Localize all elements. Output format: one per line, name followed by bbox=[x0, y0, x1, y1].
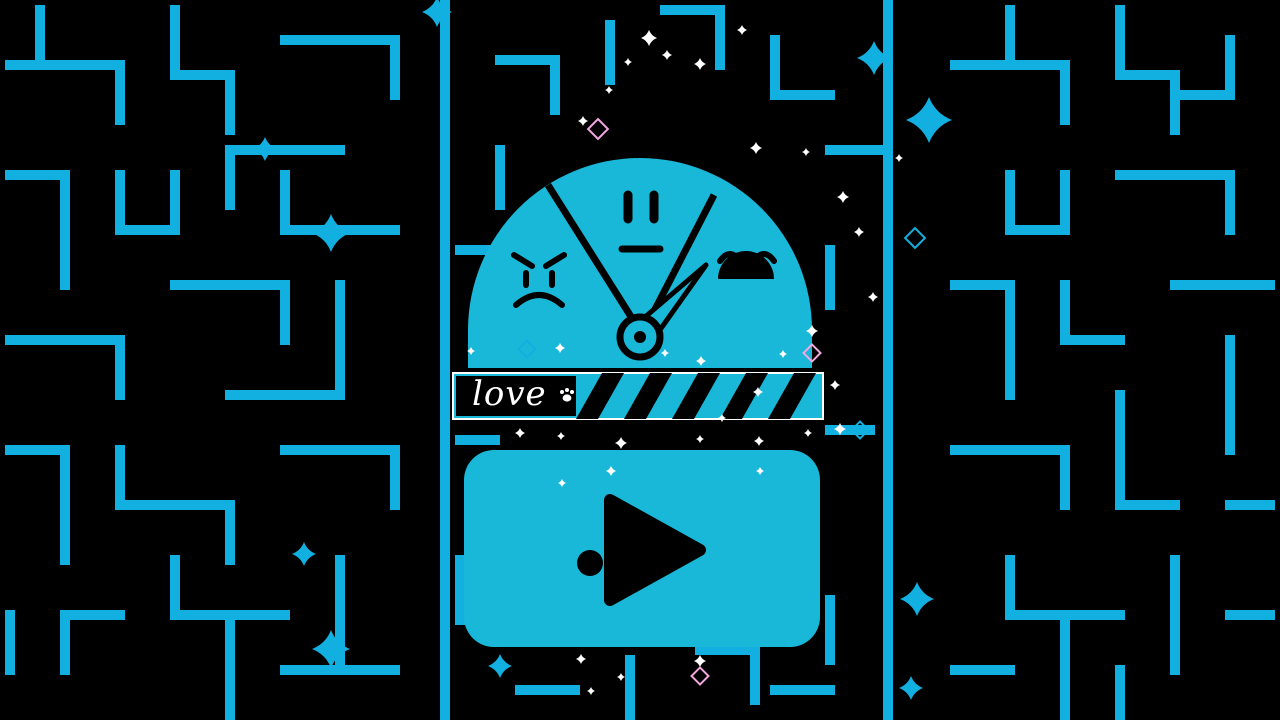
maze-wall bbox=[225, 145, 345, 210]
maze-wall bbox=[60, 610, 125, 675]
maze-wall bbox=[770, 35, 835, 100]
app-logo bbox=[452, 155, 824, 655]
maze-wall bbox=[280, 170, 400, 235]
love-text: love bbox=[470, 372, 553, 420]
maze-wall bbox=[950, 60, 1070, 125]
maze-wall bbox=[5, 60, 125, 125]
gauge-pivot-dot bbox=[634, 331, 646, 343]
neutral-face-icon bbox=[618, 190, 664, 253]
maze-wall bbox=[1005, 555, 1125, 620]
maze-wall bbox=[695, 645, 760, 705]
love-script: love bbox=[470, 372, 620, 420]
maze-wall bbox=[335, 555, 400, 675]
gauge-divider-right bbox=[644, 193, 718, 325]
gauge-divider-left bbox=[545, 183, 638, 325]
maze-wall bbox=[5, 170, 70, 290]
maze-wall bbox=[495, 55, 560, 115]
maze-wall bbox=[280, 35, 400, 100]
maze-wall bbox=[660, 5, 725, 70]
maze-wall bbox=[5, 335, 125, 400]
clapper-stripes bbox=[452, 372, 824, 420]
maze-wall bbox=[280, 445, 400, 510]
maze-wall bbox=[1060, 280, 1125, 345]
maze-wall bbox=[1005, 170, 1070, 235]
happy-face-icon bbox=[717, 251, 777, 279]
play-accent-dot bbox=[577, 550, 603, 576]
angry-face-icon bbox=[511, 252, 567, 308]
maze-wall bbox=[170, 5, 235, 135]
maze-wall bbox=[115, 170, 180, 235]
maze-wall bbox=[1115, 5, 1180, 135]
maze-wall bbox=[1170, 35, 1235, 100]
maze-wall bbox=[170, 280, 290, 345]
maze-wall bbox=[1115, 170, 1235, 235]
maze-wall bbox=[170, 555, 290, 620]
maze-wall bbox=[950, 445, 1070, 510]
maze-wall bbox=[5, 445, 70, 565]
play-button-icon bbox=[604, 494, 706, 606]
clapperboard-mood-icon bbox=[452, 158, 824, 647]
maze-wall bbox=[1115, 390, 1180, 510]
maze-wall bbox=[225, 280, 345, 400]
paw-print-icon bbox=[559, 388, 574, 402]
maze-wall bbox=[115, 445, 235, 565]
maze-wall bbox=[950, 280, 1015, 400]
